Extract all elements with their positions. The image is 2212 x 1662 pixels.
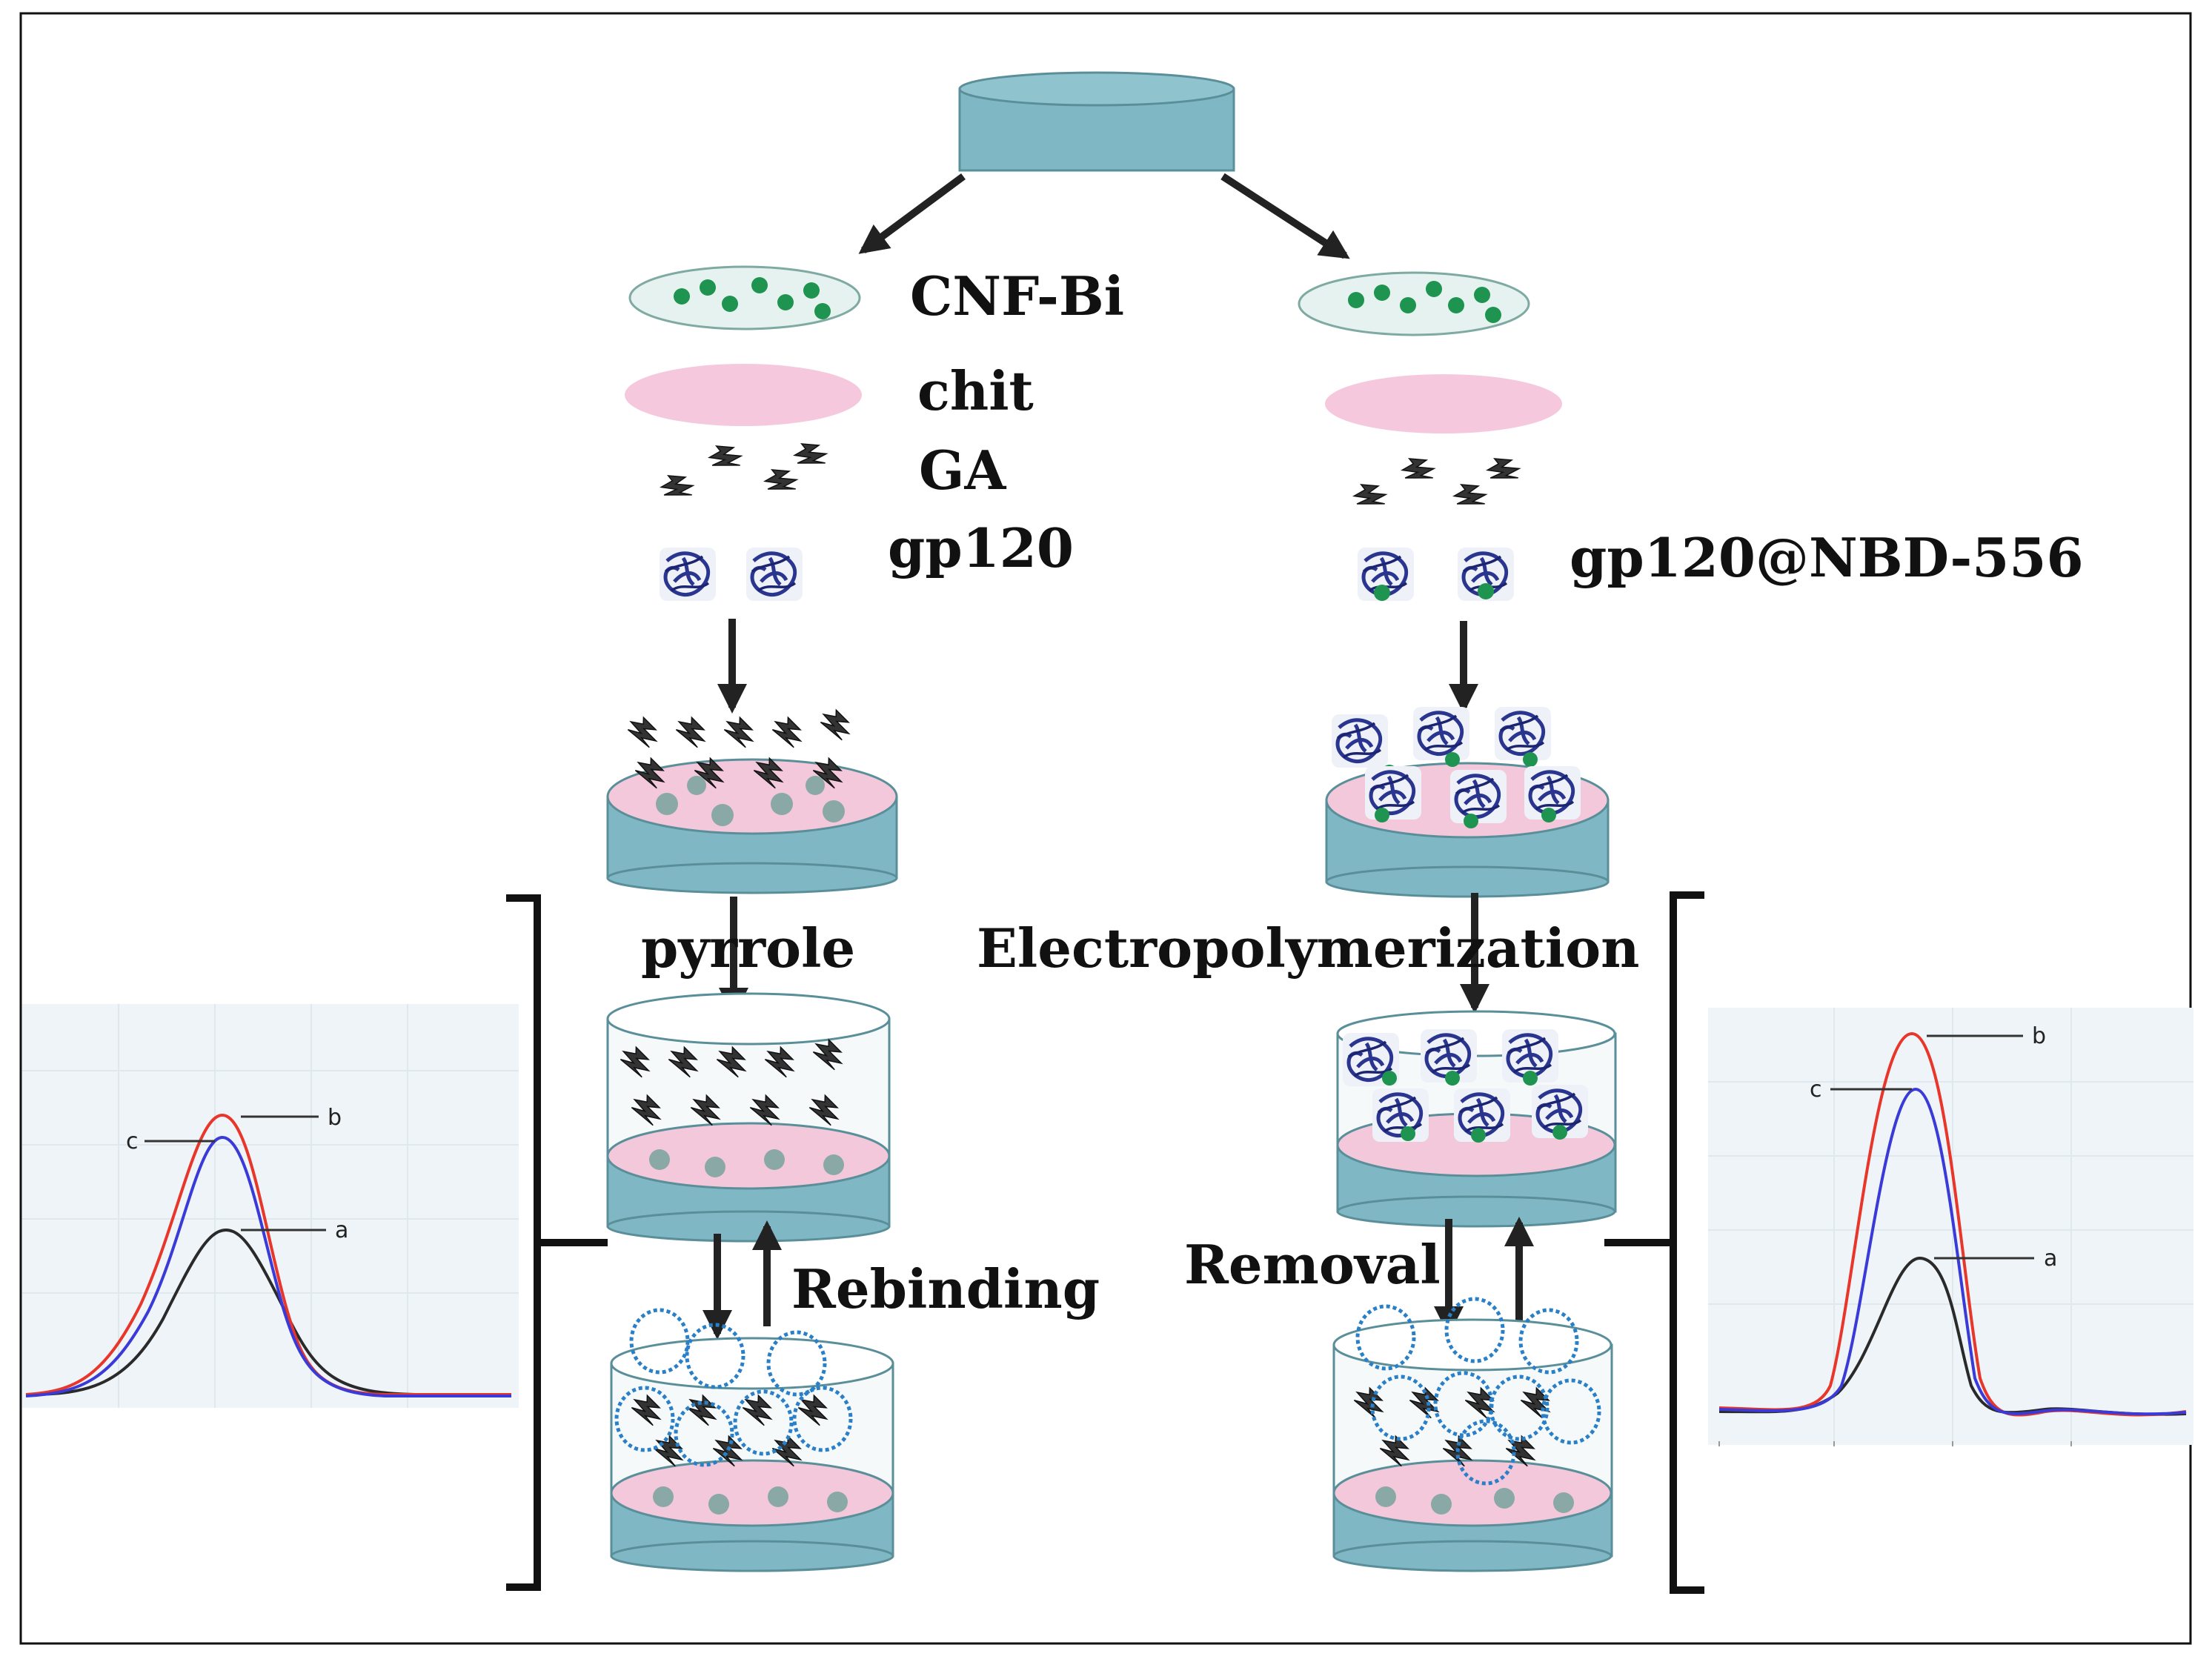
- curve-b-left: [25, 1113, 511, 1396]
- curve-label-b-left: b: [328, 1105, 342, 1131]
- label-gp120-nbd: gp120@NBD-556: [1570, 526, 2084, 589]
- voltammogram-right: b c a: [1708, 1008, 2193, 1446]
- curve-label-b-right: b: [2032, 1023, 2046, 1049]
- electrode-top: [958, 71, 1235, 172]
- bracket-left: [506, 894, 608, 1591]
- split-arrow-left: [858, 173, 966, 254]
- curve-label-c-left: c: [126, 1129, 139, 1154]
- electrode-left-modified: [606, 705, 898, 894]
- electrode-right-modified: [1325, 707, 1610, 898]
- curve-label-a-right: a: [2044, 1246, 2057, 1272]
- curve-label-a-left: a: [335, 1217, 348, 1243]
- curve-label-c-right: c: [1810, 1077, 1822, 1103]
- electrode-left-imprinted: [610, 1310, 894, 1572]
- bracket-right: [1604, 891, 1704, 1594]
- electrode-right-polymer: [1336, 1010, 1617, 1228]
- voltammogram-left: b c a: [22, 1004, 519, 1408]
- cnf-bi-layer-left: [628, 265, 861, 330]
- gp120-nbd-complex-right: [1358, 548, 1514, 601]
- ga-linker-right: [1351, 452, 1525, 516]
- chitosan-layer-left: [625, 364, 862, 426]
- electrode-left-polymer: [606, 992, 891, 1243]
- label-cnf-bi: CNF-Bi: [910, 265, 1124, 328]
- label-electropolymerization: Electropolymerization: [977, 917, 1639, 980]
- label-pyrrole: pyrrole: [641, 917, 855, 980]
- label-ga: GA: [919, 439, 1006, 502]
- outer-frame: [19, 12, 2192, 1645]
- split-arrow-right: [1220, 173, 1350, 259]
- label-rebinding: Rebinding: [791, 1257, 1100, 1320]
- label-removal: Removal: [1184, 1233, 1441, 1296]
- ga-linker-left: [658, 437, 832, 507]
- chitosan-layer-right: [1325, 374, 1562, 433]
- curve-a-left: [25, 1228, 511, 1396]
- gp120-protein-left: [660, 548, 803, 601]
- cnf-bi-layer-right: [1298, 271, 1530, 336]
- electrode-right-imprinted: [1332, 1299, 1613, 1572]
- label-chit: chit: [917, 359, 1034, 422]
- curve-c-left: [25, 1135, 511, 1397]
- label-gp120: gp120: [888, 516, 1074, 579]
- curve-c-right: [1718, 1087, 2187, 1416]
